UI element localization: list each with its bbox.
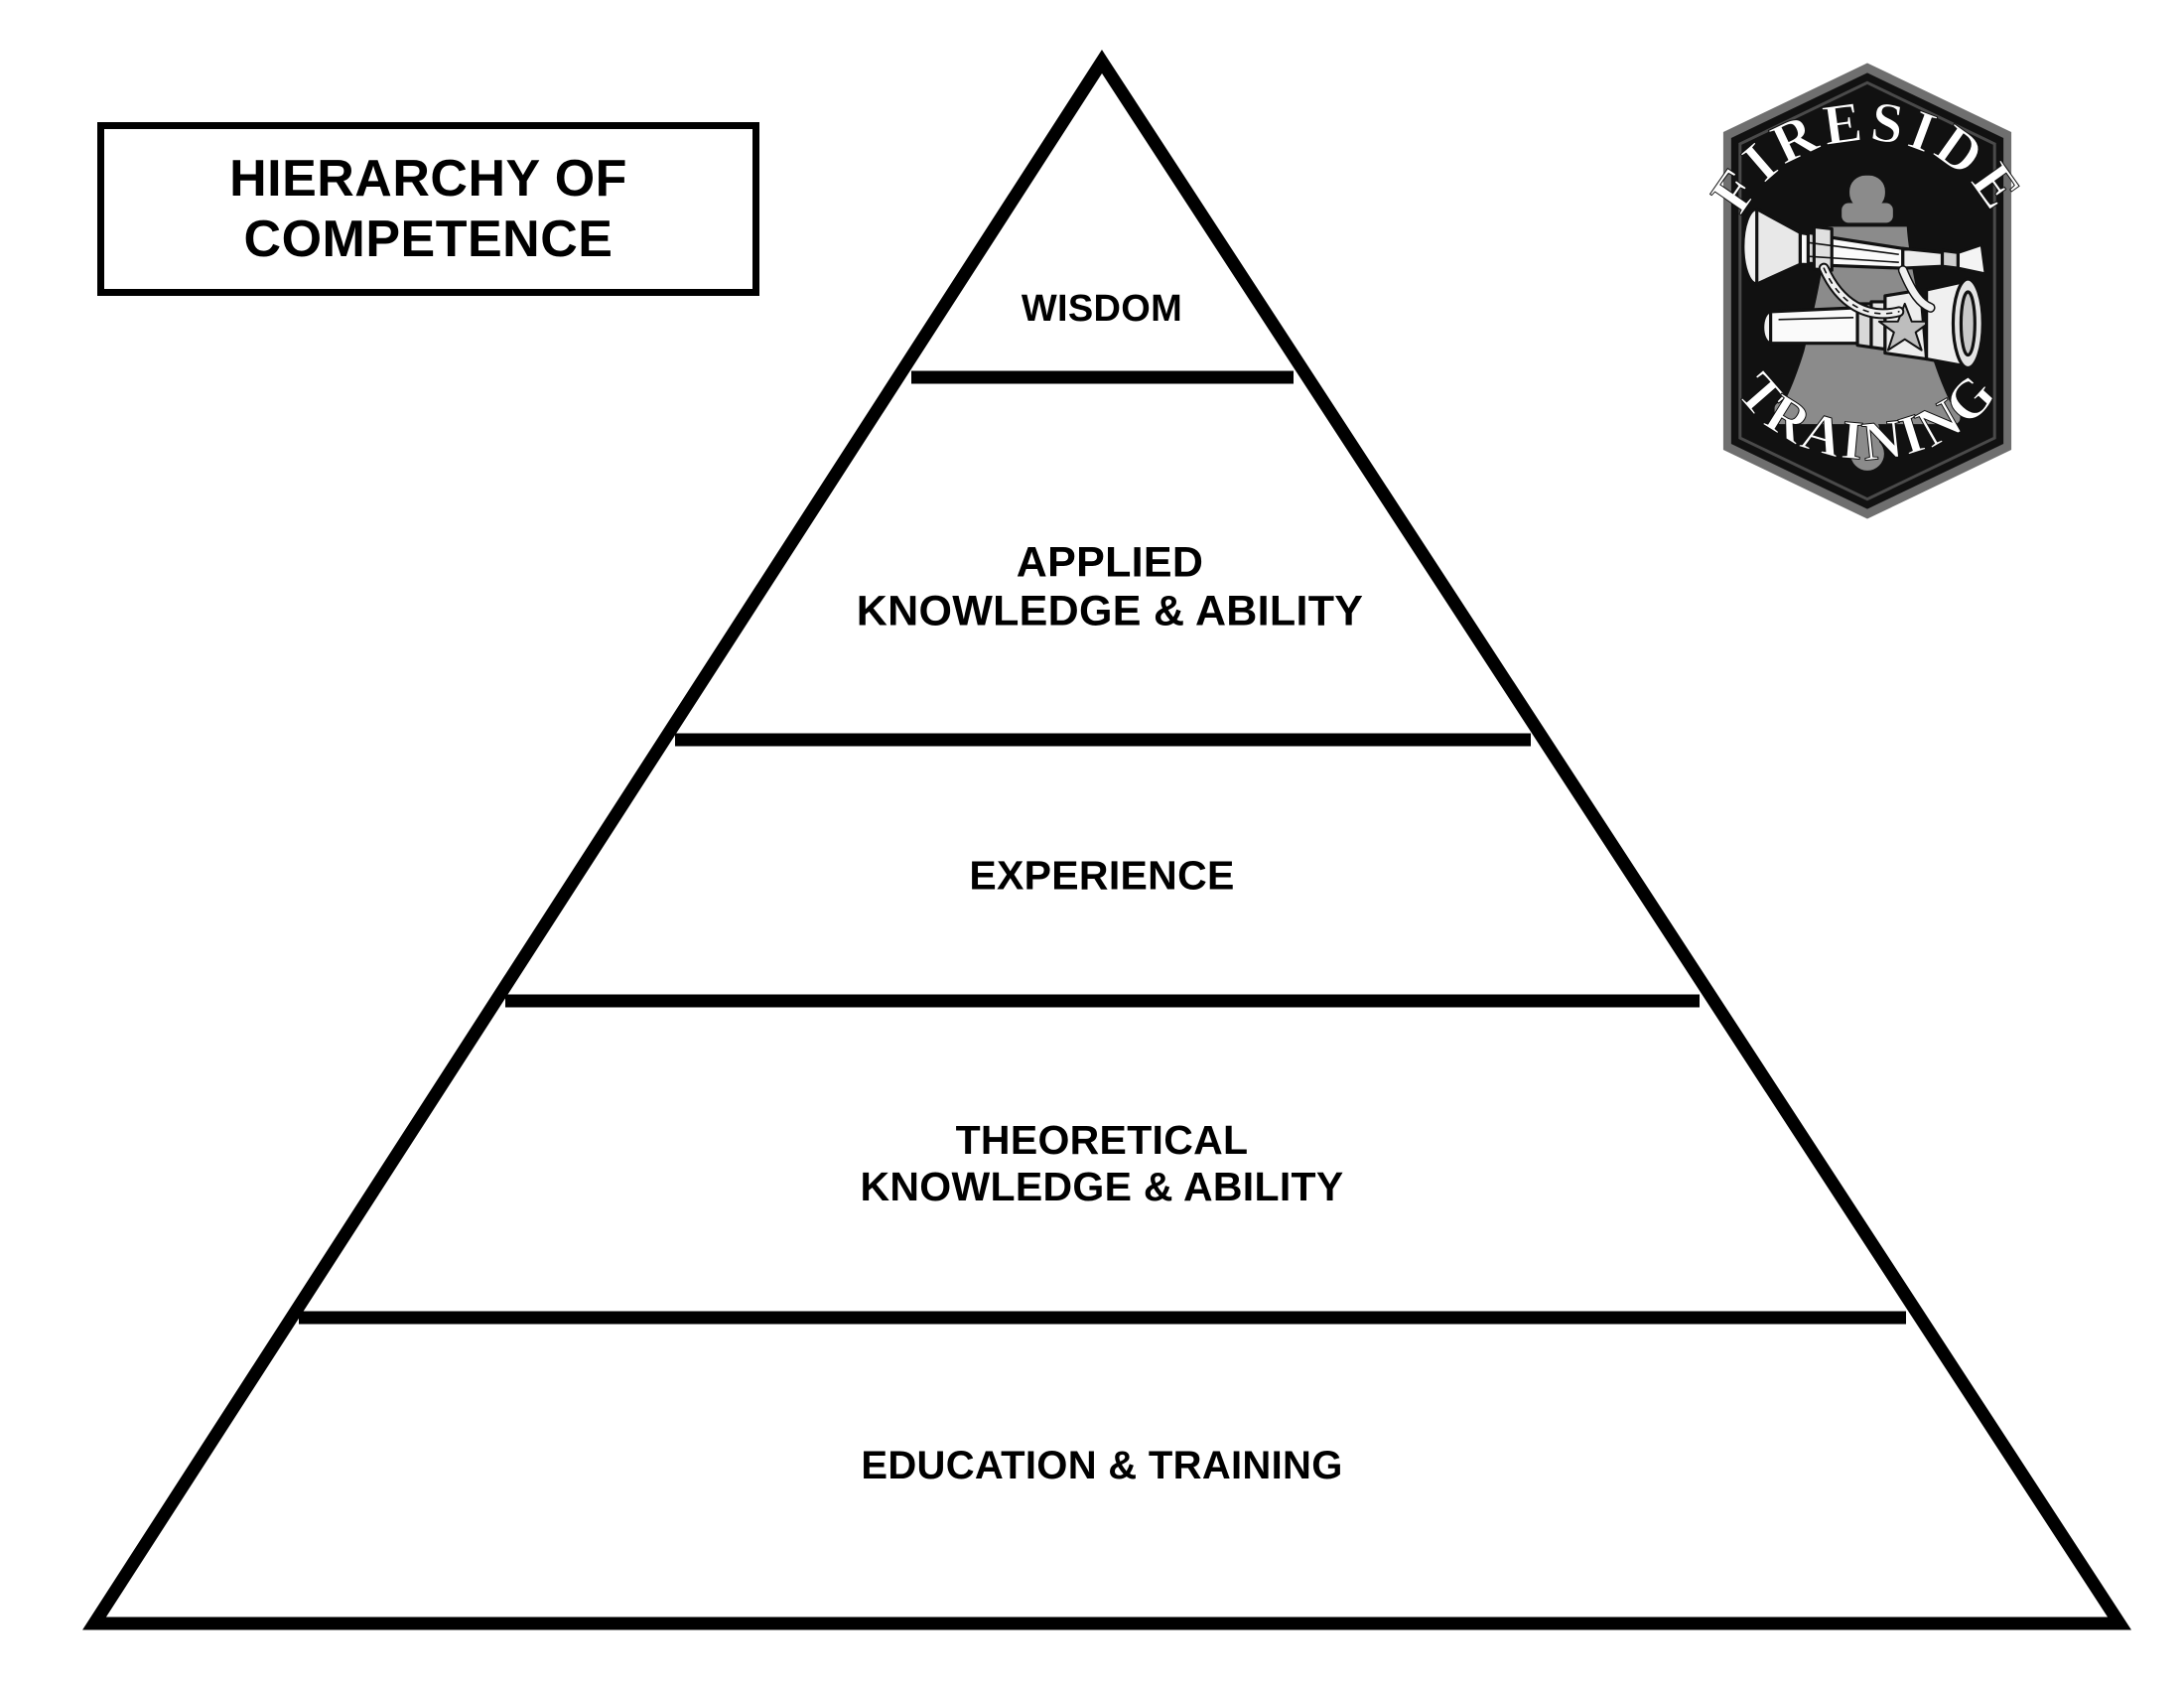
pyramid-tier-label-applied-knowledge-ability: APPLIED KNOWLEDGE & ABILITY: [856, 538, 1364, 635]
badge-inner-outline: [1738, 80, 1996, 501]
title-box: HIERARCHY OF COMPETENCE: [97, 122, 759, 296]
fire-nozzle-upper: [1741, 207, 1987, 286]
fire-nozzle-lower: [1761, 277, 1984, 370]
fireside-training-logo: FIRESIDE TRAINING: [1709, 58, 2025, 524]
pyramid-outline: [82, 50, 2131, 1630]
pyramid-tier-label-wisdom: WISDOM: [1021, 288, 1183, 331]
pyramid-tier-label-theoretical-knowledge-ability: THEORETICAL KNOWLEDGE & ABILITY: [860, 1116, 1344, 1209]
nozzle-rope: [1818, 262, 1936, 320]
page-title: HIERARCHY OF COMPETENCE: [229, 150, 627, 268]
pyramid-tier-label-experience: EXPERIENCE: [969, 852, 1235, 899]
pyramid-tier-label-education-training: EDUCATION & TRAINING: [861, 1444, 1343, 1487]
